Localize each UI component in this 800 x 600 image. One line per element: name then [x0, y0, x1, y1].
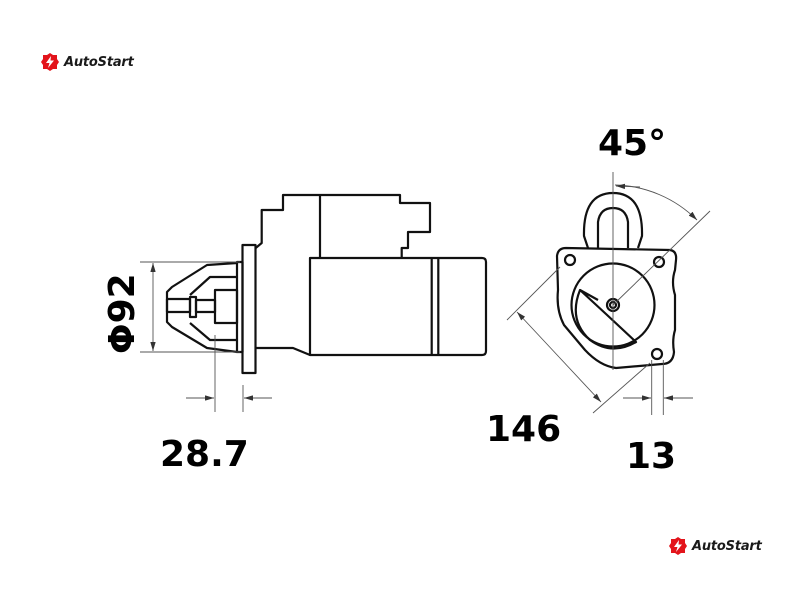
end-housing [555, 246, 678, 370]
pinion-shaft [165, 297, 192, 314]
logo-text: AutoStart [64, 54, 134, 70]
flange-offset-label: 28.7 [160, 434, 249, 475]
body-lower [255, 346, 311, 357]
mount-hole [650, 347, 664, 361]
angle-arc [614, 184, 698, 221]
shield-crescent [574, 288, 638, 350]
autostart-logo-top: AutoStart [40, 52, 134, 72]
solenoid-body [254, 193, 432, 257]
logo-text: AutoStart [692, 538, 762, 554]
hole-offset-label: 13 [626, 436, 677, 477]
shaft [194, 298, 217, 314]
pinion-housing-inner [189, 275, 237, 342]
mounting-flange [241, 243, 257, 375]
gear-bolt-icon [41, 53, 59, 71]
mount-hole [563, 253, 577, 267]
mount-hole [652, 255, 666, 269]
front-view [506, 172, 711, 415]
motor-housing [308, 256, 488, 357]
diameter-label: Φ92 [102, 273, 143, 354]
angle-line [612, 210, 711, 306]
side-view [140, 193, 488, 412]
mount-span-label: 146 [486, 409, 562, 450]
angle-label: 45° [598, 123, 667, 164]
pinion-block [213, 288, 239, 325]
autostart-logo-bottom: AutoStart [668, 536, 762, 556]
gear-bolt-icon [669, 537, 687, 555]
